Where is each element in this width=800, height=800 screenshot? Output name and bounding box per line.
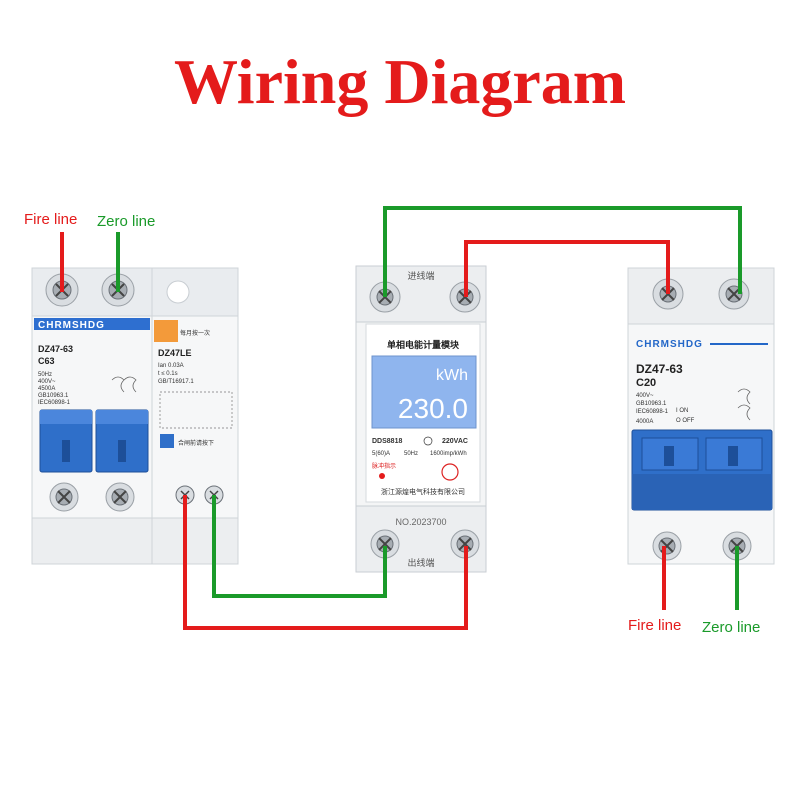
wires bbox=[60, 206, 742, 630]
left-breaker-rating: C63 bbox=[38, 356, 55, 366]
right-spec-0: 400V~ bbox=[636, 393, 654, 399]
rcd-test-button[interactable] bbox=[154, 320, 178, 342]
right-spec-2: IEC60898-1 bbox=[636, 409, 669, 415]
rcd-to-meter-zero-wire bbox=[212, 495, 387, 598]
left-brand-band bbox=[34, 318, 150, 330]
meter-unit: kWh bbox=[436, 367, 468, 384]
rcd-top-hole bbox=[166, 280, 190, 304]
left-spec-0: 50Hz bbox=[38, 372, 52, 378]
meter-header: 单相电能计量模块 bbox=[387, 339, 460, 350]
rcd-schematic bbox=[159, 391, 233, 429]
rcd-note: 合闸前请按下 bbox=[178, 439, 214, 447]
left-breaker-bottom bbox=[31, 517, 239, 565]
left-breaker-symbol bbox=[111, 376, 137, 393]
right-spec-1: GB10963.1 bbox=[636, 401, 667, 407]
meter-voltage: 220VAC bbox=[442, 438, 468, 445]
meter-pulse: 脉冲指示 bbox=[372, 462, 396, 470]
left-spec-2: 4500A bbox=[38, 386, 55, 392]
meter-imp: 1600imp/kWh bbox=[430, 451, 467, 457]
right-breaker-top-frame bbox=[627, 267, 775, 325]
right-breaker-brand: CHRMSHDG bbox=[636, 339, 703, 350]
right-breaker: CHRMSHDG DZ47-63 C20 400V~ GB10963.1 IEC… bbox=[627, 267, 775, 565]
left-breaker-assembly: CHRMSHDG DZ47-63 C63 50Hz 400V~ 4500A GB… bbox=[31, 267, 239, 565]
meter-freq: 50Hz bbox=[404, 451, 418, 457]
meter-reading: 230.0 bbox=[398, 393, 468, 424]
meter-lcd bbox=[371, 355, 477, 429]
meter-top-label: 进线端 bbox=[407, 270, 434, 281]
meter-current: 5(60)A bbox=[372, 451, 390, 457]
rcd-model: DZ47LE bbox=[158, 348, 192, 358]
meter-class-icon bbox=[423, 436, 433, 446]
right-off-label: O OFF bbox=[676, 418, 695, 424]
right-top-screw-2 bbox=[718, 278, 750, 310]
meter-serial: NO.2023700 bbox=[395, 517, 446, 527]
left-spec-1: 400V~ bbox=[38, 379, 56, 385]
rcd-blue-indicator bbox=[160, 434, 174, 448]
rcd-spec-1: t ≤ 0.1s bbox=[158, 371, 178, 377]
left-spec-3: GB10963.1 bbox=[38, 393, 69, 399]
right-bottom-screw-1 bbox=[652, 531, 682, 561]
meter-pulse-led bbox=[379, 473, 385, 479]
right-fire-label: Fire line bbox=[628, 617, 681, 634]
meter-bottom-screw-2 bbox=[450, 529, 480, 559]
left-breaker-model: DZ47-63 bbox=[38, 344, 73, 354]
left-bottom-screw-2 bbox=[105, 482, 135, 512]
right-breaker-rating: C20 bbox=[636, 377, 656, 389]
left-zero-label: Zero line bbox=[97, 213, 155, 230]
left-spec-4: IEC60898-1 bbox=[38, 400, 71, 406]
meter-to-right-fire-wire bbox=[464, 240, 670, 297]
left-fire-label: Fire line bbox=[24, 211, 77, 228]
right-breaker-toggles[interactable] bbox=[631, 429, 773, 511]
meter-logo-icon bbox=[441, 463, 459, 481]
rcd-spec-2: GB/T16917.1 bbox=[158, 379, 194, 385]
rcd-spec-0: Ian 0.03A bbox=[158, 363, 184, 369]
meter-to-right-zero-wire bbox=[383, 206, 742, 297]
meter-model: DDS8818 bbox=[372, 438, 402, 445]
left-bottom-screw-1 bbox=[49, 482, 79, 512]
diagram-title: Wiring Diagram bbox=[174, 46, 626, 117]
right-spec-3: 4000A bbox=[636, 419, 653, 425]
rcd-to-meter-fire-wire bbox=[183, 495, 468, 630]
left-breaker-toggles[interactable] bbox=[39, 409, 149, 473]
right-breaker-model: DZ47-63 bbox=[636, 362, 683, 376]
energy-meter: 进线端 单相电能计量模块 kWh 230.0 DDS8818 220VAC 5(… bbox=[355, 265, 487, 573]
right-breaker-symbol bbox=[737, 388, 751, 421]
left-breaker-brand: CHRMSHDG bbox=[38, 320, 105, 331]
rcd-test-text: 每月按一次 bbox=[180, 329, 210, 337]
meter-bottom-label: 出线端 bbox=[407, 557, 434, 568]
right-zero-label: Zero line bbox=[702, 619, 760, 636]
right-on-label: I ON bbox=[676, 408, 688, 414]
meter-company: 浙江源煌电气科技有限公司 bbox=[381, 487, 465, 496]
